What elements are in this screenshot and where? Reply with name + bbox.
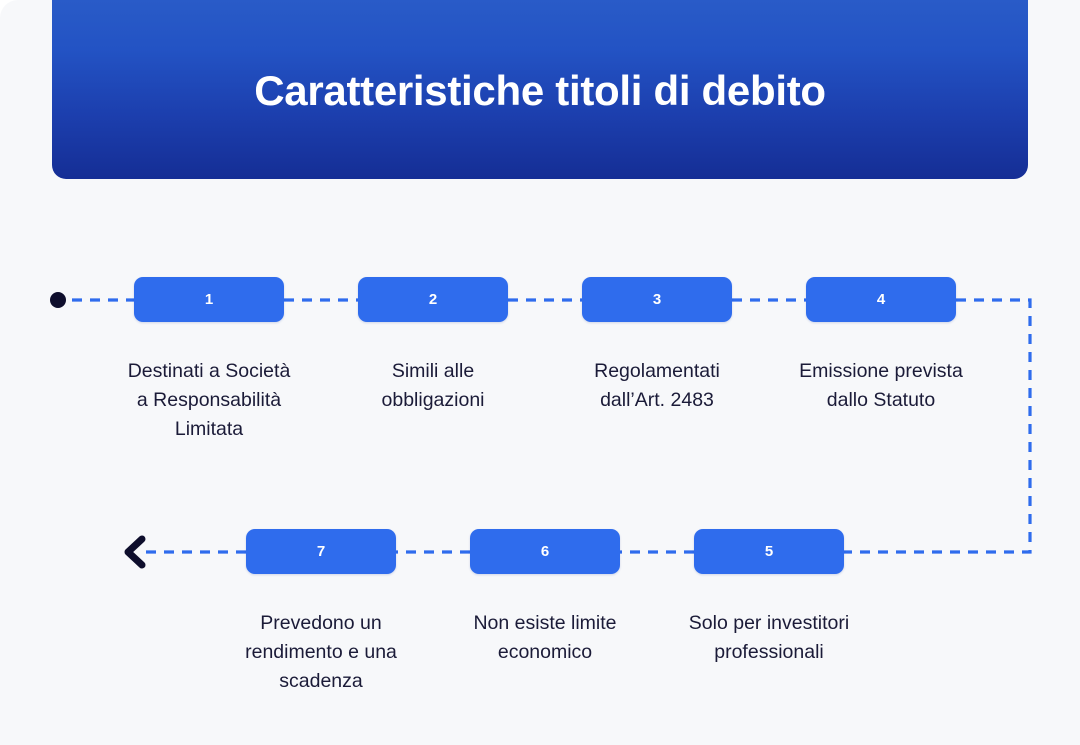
step-box-3[interactable]: 3 xyxy=(582,277,732,322)
caption-line: Prevedono un xyxy=(260,612,382,634)
wrap-around-connector xyxy=(844,298,1032,554)
caption-line: Destinati a Società xyxy=(127,360,291,382)
step-number-3: 3 xyxy=(652,291,662,308)
title-banner: Caratteristiche titoli di debito xyxy=(52,0,1028,179)
caption-line: professionali xyxy=(714,641,824,663)
step-caption-4: Emissione prevista dallo Statuto xyxy=(776,357,986,415)
caption-line: obbligazioni xyxy=(381,389,485,411)
caption-line: dall’Art. 2483 xyxy=(600,389,714,411)
caption-line: Regolamentati xyxy=(594,360,720,382)
step-box-2[interactable]: 2 xyxy=(358,277,508,322)
caption-line: a Responsabilità xyxy=(136,389,282,411)
step-box-1[interactable]: 1 xyxy=(134,277,284,322)
step-number-5: 5 xyxy=(764,543,774,560)
step-box-7[interactable]: 7 xyxy=(246,529,396,574)
step-number-7: 7 xyxy=(316,543,326,560)
step-box-5[interactable]: 5 xyxy=(694,529,844,574)
step-caption-1: Destinati a Società a Responsabilità Lim… xyxy=(104,357,314,444)
chevron-left-arrow-icon xyxy=(124,535,146,569)
caption-line: scadenza xyxy=(279,670,363,692)
caption-line: Emissione prevista xyxy=(799,360,963,382)
caption-line: dallo Statuto xyxy=(826,389,936,411)
step-number-4: 4 xyxy=(876,291,886,308)
caption-line: Solo per investitori xyxy=(688,612,850,634)
caption-line: Limitata xyxy=(174,418,244,440)
step-number-2: 2 xyxy=(428,291,438,308)
step-caption-3: Regolamentati dall’Art. 2483 xyxy=(552,357,762,415)
caption-line: Non esiste limite xyxy=(473,612,617,634)
step-caption-6: Non esiste limite economico xyxy=(440,609,650,667)
page-title: Caratteristiche titoli di debito xyxy=(254,66,826,114)
step-caption-7: Prevedono un rendimento e una scadenza xyxy=(216,609,426,696)
caption-line: economico xyxy=(497,641,593,663)
step-caption-5: Solo per investitori professionali xyxy=(664,609,874,667)
caption-line: Simili alle xyxy=(391,360,475,382)
step-box-6[interactable]: 6 xyxy=(470,529,620,574)
step-box-4[interactable]: 4 xyxy=(806,277,956,322)
step-caption-2: Simili alle obbligazioni xyxy=(328,357,538,415)
start-dot-icon xyxy=(50,292,66,308)
step-number-1: 1 xyxy=(204,291,214,308)
caption-line: rendimento e una xyxy=(245,641,397,663)
step-number-6: 6 xyxy=(540,543,550,560)
